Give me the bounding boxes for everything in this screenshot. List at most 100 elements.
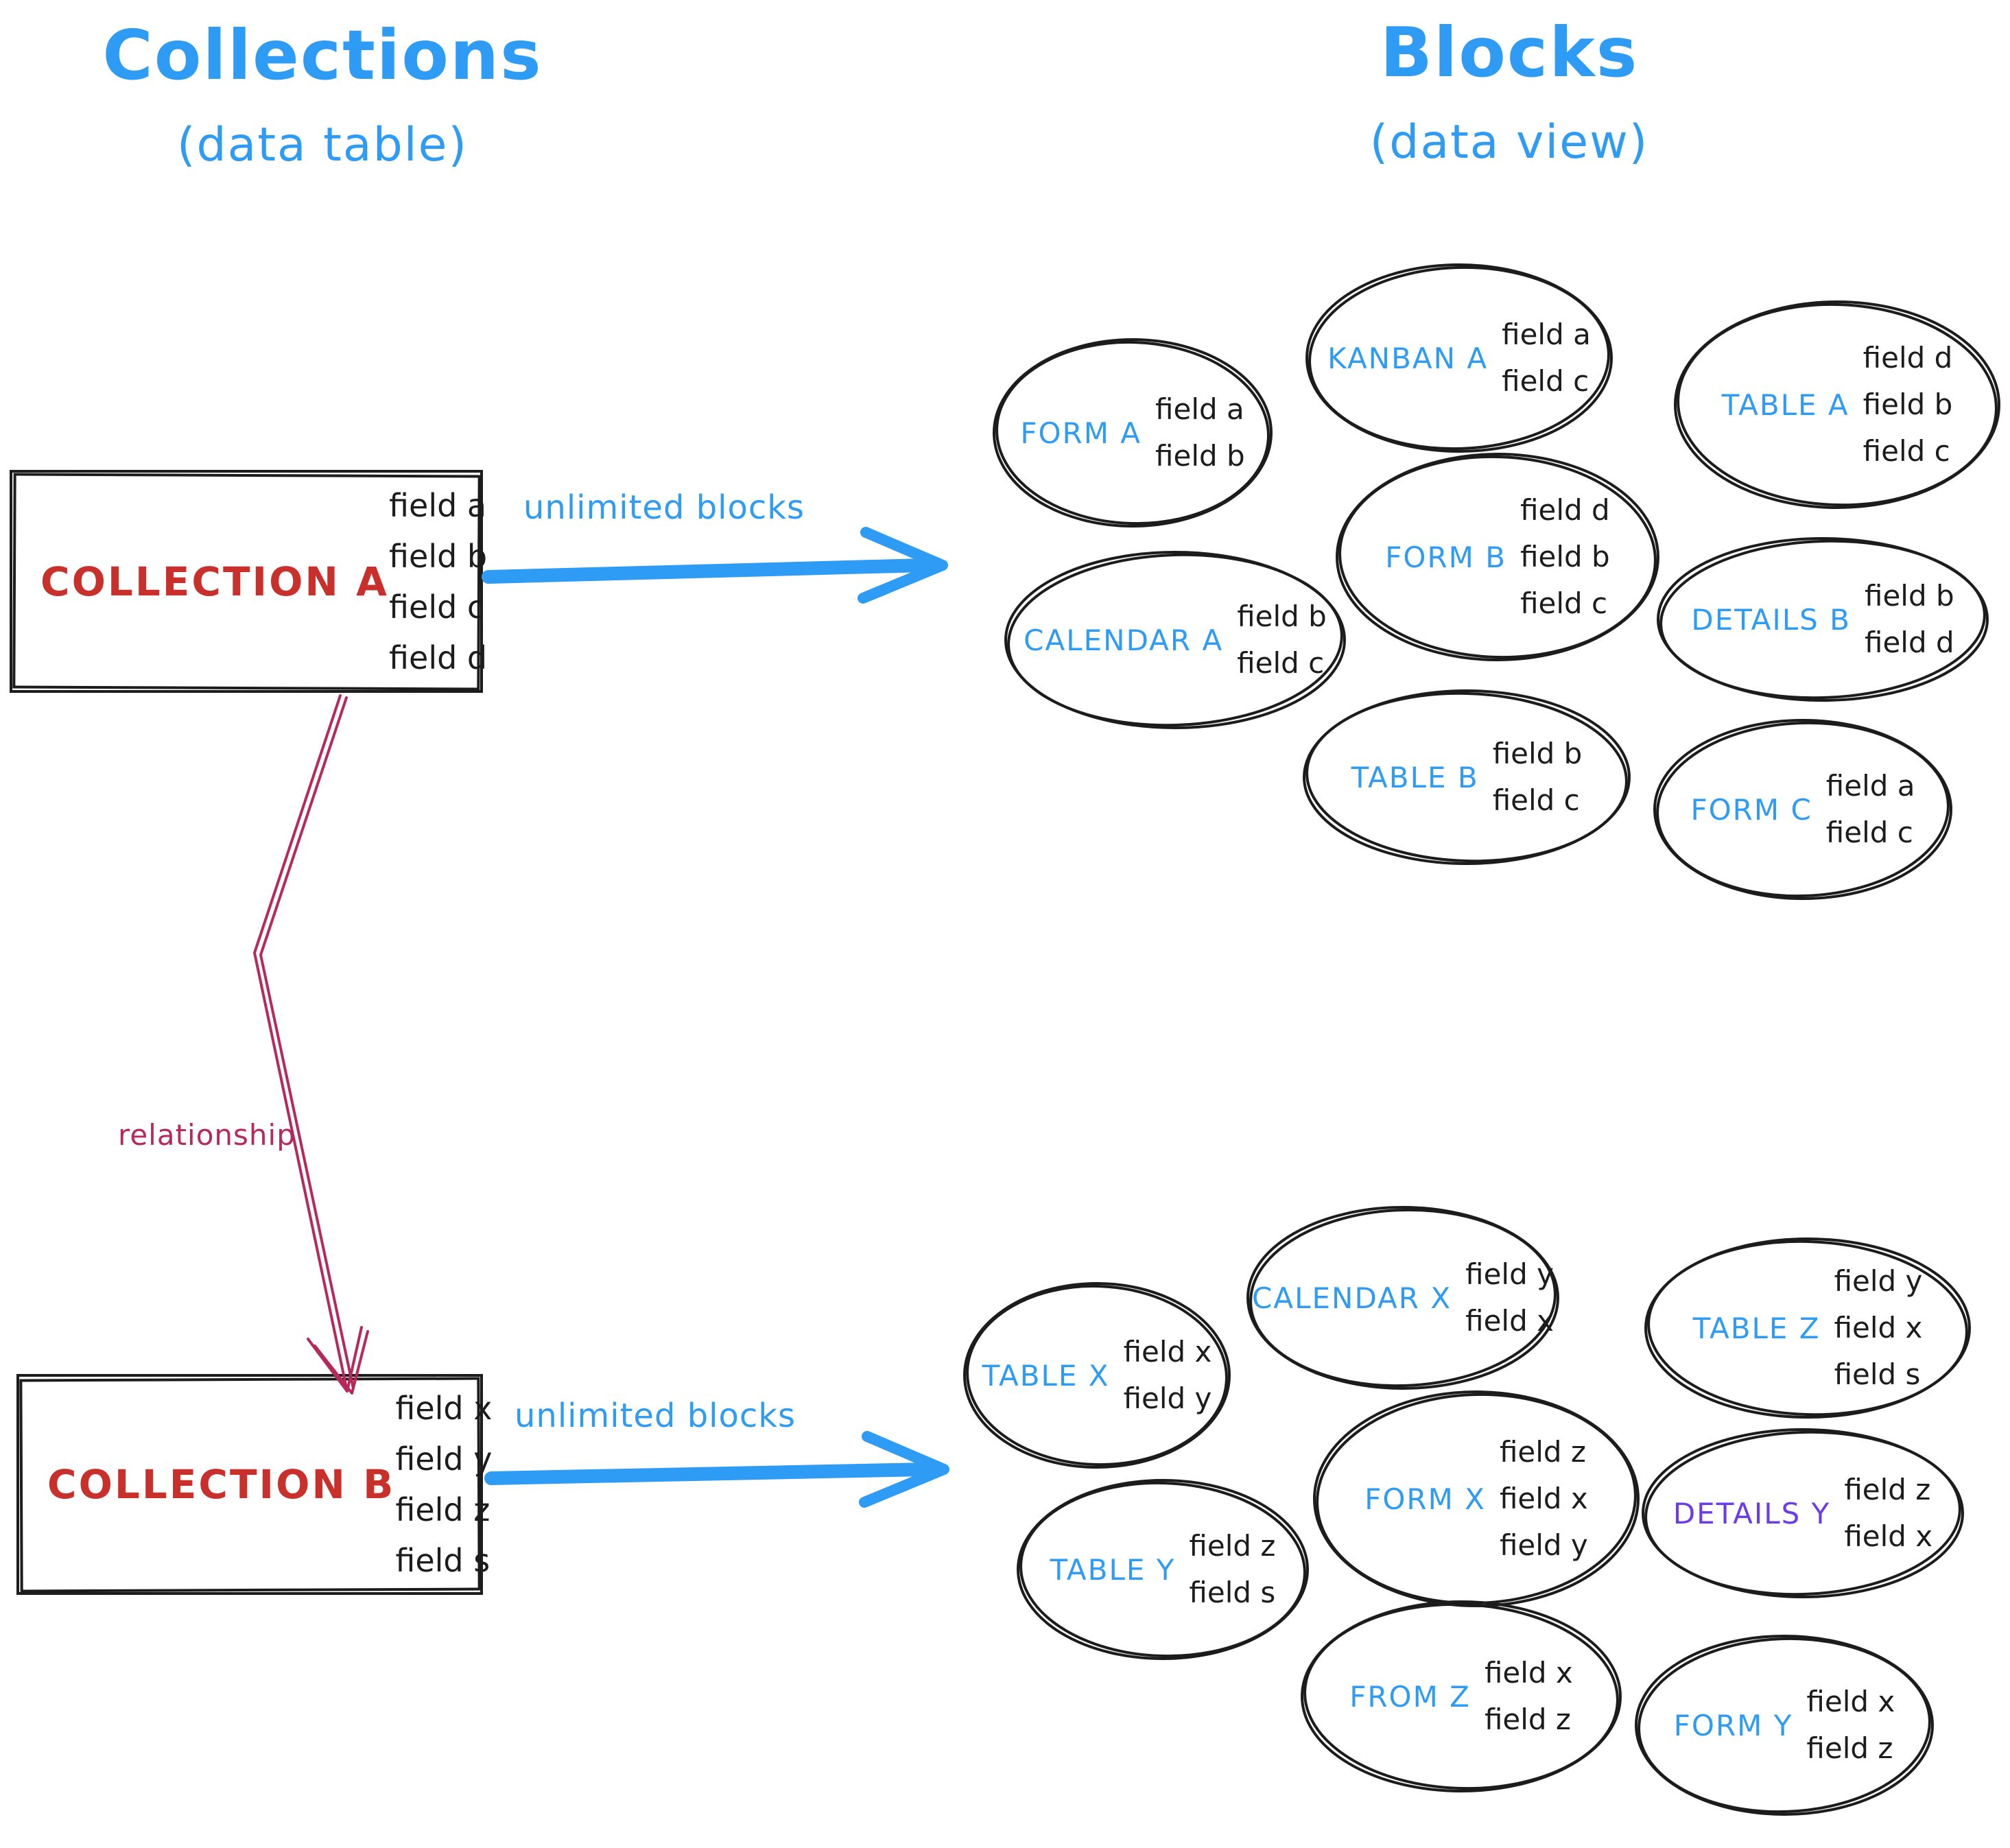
collection-b-box: COLLECTION B field x field y field z fie… [17,1374,492,1595]
unlimited-blocks-label-b: unlimited blocks [515,1397,796,1435]
block-ellipse-calendar-a [1004,551,1346,729]
block-ellipse-calendar-x [1246,1206,1559,1390]
block-label: FORM B [1385,540,1507,574]
block-fields: field z field x field y [1500,1429,1588,1569]
field-item: field c [1825,816,1913,849]
block-ellipse-from-z [1301,1600,1622,1792]
field-item: field x [1123,1335,1212,1369]
field-item: field x [1834,1311,1923,1344]
field-item: field c [389,588,485,626]
collection-b-name: COLLECTION B [47,1461,396,1508]
block-label: TABLE Z [1692,1311,1821,1345]
field-item: field y [1834,1264,1923,1298]
block-label: FORM C [1690,792,1812,827]
block-fields: field b field c [1493,731,1583,824]
block-ellipse-form-y [1635,1635,1934,1816]
field-item: field c [1492,783,1580,817]
block-fields: field a field b [1155,386,1245,479]
field-item: field d [1520,493,1610,527]
block-table-b: TABLE B field b field c [1304,691,1629,864]
block-label: DETAILS Y [1672,1496,1831,1530]
block-fields: field y field x [1465,1251,1554,1344]
block-fields: field b field c [1237,593,1327,687]
block-fields: field a field c [1502,311,1591,405]
block-form-b: FORM B field d field b field c [1337,454,1658,660]
collection-a-box-outline [10,470,483,693]
field-item: field x [1806,1685,1895,1718]
blocks-subtitle: (data view) [1369,115,1649,169]
field-item: field y [1499,1528,1588,1562]
block-table-a: TABLE A field d field b field c [1675,302,1999,508]
field-item: field b [389,537,488,575]
blocks-title: Blocks [1380,12,1639,93]
block-label: KANBAN A [1327,341,1489,375]
field-item: field x [1499,1482,1588,1515]
field-item: field b [1520,540,1610,573]
field-item: field z [1844,1473,1931,1506]
field-item: field b [1864,579,1954,613]
field-item: field z [395,1491,490,1528]
field-item: field y [395,1441,493,1478]
block-label: DETAILS B [1691,602,1851,637]
block-label: CALENDAR X [1252,1281,1452,1315]
block-ellipse-details-y [1642,1428,1964,1598]
block-ellipse-table-y [1017,1479,1309,1660]
block-ellipse-table-b [1303,689,1631,865]
block-fields: field d field b field c [1520,487,1610,627]
block-calendar-a: CALENDAR A field b field c [1006,552,1345,728]
field-item: field x [1465,1304,1554,1338]
field-item: field y [1465,1257,1554,1291]
collection-b-fields: field x field y field z field s [395,1383,492,1586]
field-item: field b [1155,439,1245,473]
field-item: field x [395,1390,493,1427]
field-item: field z [1484,1703,1571,1736]
block-details-y: DETAILS Y field z field x [1643,1430,1963,1597]
field-item: field b [1863,388,1953,421]
field-item: field x [1844,1519,1933,1553]
block-fields: field x field z [1806,1679,1895,1772]
block-form-y: FORM Y field x field z [1636,1636,1932,1814]
field-item: field a [1155,392,1244,426]
field-item: field y [1123,1382,1212,1415]
field-item: field a [389,486,487,524]
block-calendar-x: CALENDAR X field y field x [1248,1207,1558,1388]
block-label: FROM Z [1349,1679,1471,1714]
block-fields: field x field z [1485,1650,1573,1743]
block-form-a: FORM A field a field b [994,340,1271,526]
field-item: field x [1484,1656,1573,1690]
block-ellipse-kanban-a [1305,263,1613,453]
block-ellipse-form-c [1653,719,1952,900]
collection-a-name: COLLECTION A [40,558,390,605]
block-ellipse-form-a [993,338,1273,528]
field-item: field c [1237,646,1325,680]
field-item: field d [389,639,488,676]
block-table-z: TABLE Z field y field x field s [1646,1239,1970,1417]
collections-title: Collections [102,15,543,95]
block-details-b: DETAILS B field b field d [1658,538,1987,700]
field-item: field s [1834,1358,1921,1391]
block-label: TABLE A [1721,388,1849,422]
unlimited-blocks-label-a: unlimited blocks [523,488,805,527]
block-fields: field z field s [1189,1523,1275,1616]
block-kanban-a: KANBAN A field a field c [1307,265,1611,451]
block-fields: field a field c [1826,763,1915,856]
collections-subtitle: (data table) [176,118,469,172]
block-from-z: FROM Z field x field z [1302,1602,1620,1791]
block-fields: field y field x field s [1834,1258,1923,1398]
field-item: field b [1492,737,1583,770]
block-fields: field x field y [1124,1329,1212,1422]
field-item: field a [1825,769,1915,803]
field-item: field b [1237,600,1327,633]
block-label: TABLE X [982,1358,1110,1393]
collection-a-box: COLLECTION A field a field b field c fie… [10,470,487,693]
field-item: field z [1806,1731,1893,1765]
block-label: FORM A [1020,416,1142,450]
block-fields: field z field x [1844,1467,1932,1560]
block-fields: field b field d [1865,573,1954,666]
field-item: field c [1502,364,1589,398]
field-item: field d [1864,626,1954,659]
block-ellipse-table-z [1644,1237,1971,1419]
block-ellipse-details-b [1657,537,1989,702]
